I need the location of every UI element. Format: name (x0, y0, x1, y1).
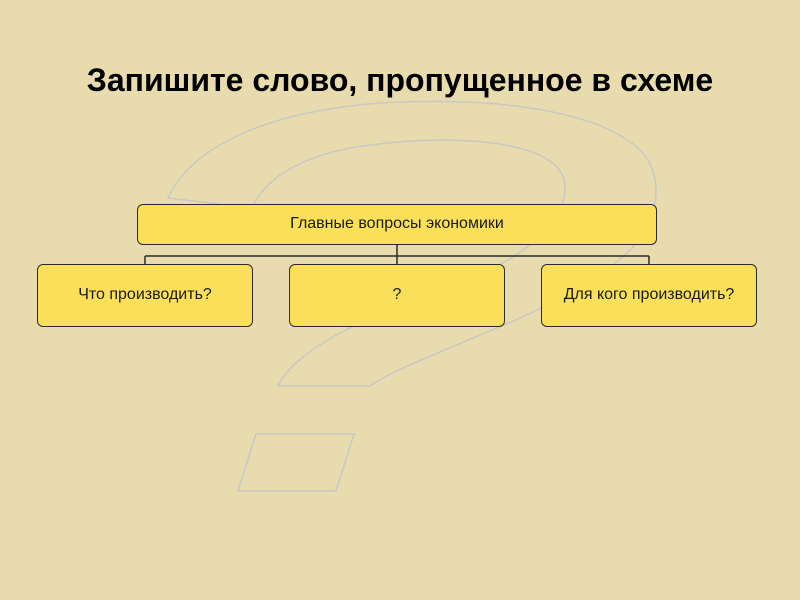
child-node-missing-word: ? (289, 264, 505, 327)
slide-title: Запишите слово, пропущенное в схеме (86, 62, 714, 98)
root-node-main-questions: Главные вопросы экономики (137, 204, 657, 245)
child-node-for-whom-to-produce: Для кого производить? (541, 264, 757, 327)
child-node-what-to-produce: Что производить? (37, 264, 253, 327)
